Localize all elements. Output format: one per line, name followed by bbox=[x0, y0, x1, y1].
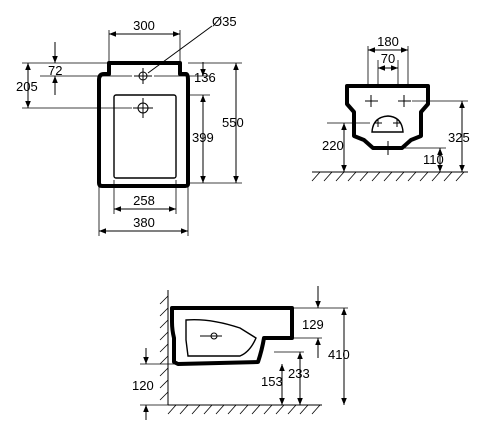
back-view: 180 70 220 325 110 bbox=[311, 34, 470, 182]
front-dim-hole-diameter: Ø35 bbox=[212, 14, 237, 29]
floor-hatch bbox=[311, 171, 465, 182]
front-dim-bottom-inner: 258 bbox=[133, 193, 155, 208]
side-view: 129 410 153 233 120 bbox=[132, 286, 350, 420]
side-dim-top-right: 129 bbox=[302, 317, 324, 332]
back-dim-right-height: 325 bbox=[448, 130, 470, 145]
front-view-bowl bbox=[113, 94, 177, 179]
front-dim-bottom-total: 380 bbox=[133, 215, 155, 230]
side-floor-hatch bbox=[167, 404, 321, 415]
front-dim-right-total: 550 bbox=[222, 115, 244, 130]
side-dim-mid-a: 153 bbox=[261, 374, 283, 389]
side-dim-left-low: 120 bbox=[132, 378, 154, 393]
side-view-bowl bbox=[185, 318, 257, 357]
back-dim-top-inner: 70 bbox=[381, 51, 395, 66]
front-dim-left-total: 205 bbox=[16, 79, 38, 94]
front-dim-right-inner: 399 bbox=[192, 130, 214, 145]
front-dim-top-width: 300 bbox=[133, 18, 155, 33]
front-dim-right-top: 136 bbox=[194, 70, 216, 85]
drain-icon bbox=[133, 98, 153, 118]
tap-hole-icon bbox=[134, 68, 152, 84]
front-dim-left-small: 72 bbox=[48, 63, 62, 78]
back-dim-left-height: 220 bbox=[322, 138, 344, 153]
side-dim-total-height: 410 bbox=[328, 347, 350, 362]
back-dim-top-outer: 180 bbox=[377, 34, 399, 49]
side-dim-mid-b: 233 bbox=[288, 366, 310, 381]
fixing-hole-icon bbox=[365, 95, 411, 155]
front-view: 300 Ø35 72 205 136 399 550 258 380 bbox=[16, 14, 244, 236]
back-dim-right-low: 110 bbox=[423, 152, 444, 167]
back-view-recess bbox=[371, 115, 404, 133]
wall-hatch bbox=[159, 295, 169, 401]
